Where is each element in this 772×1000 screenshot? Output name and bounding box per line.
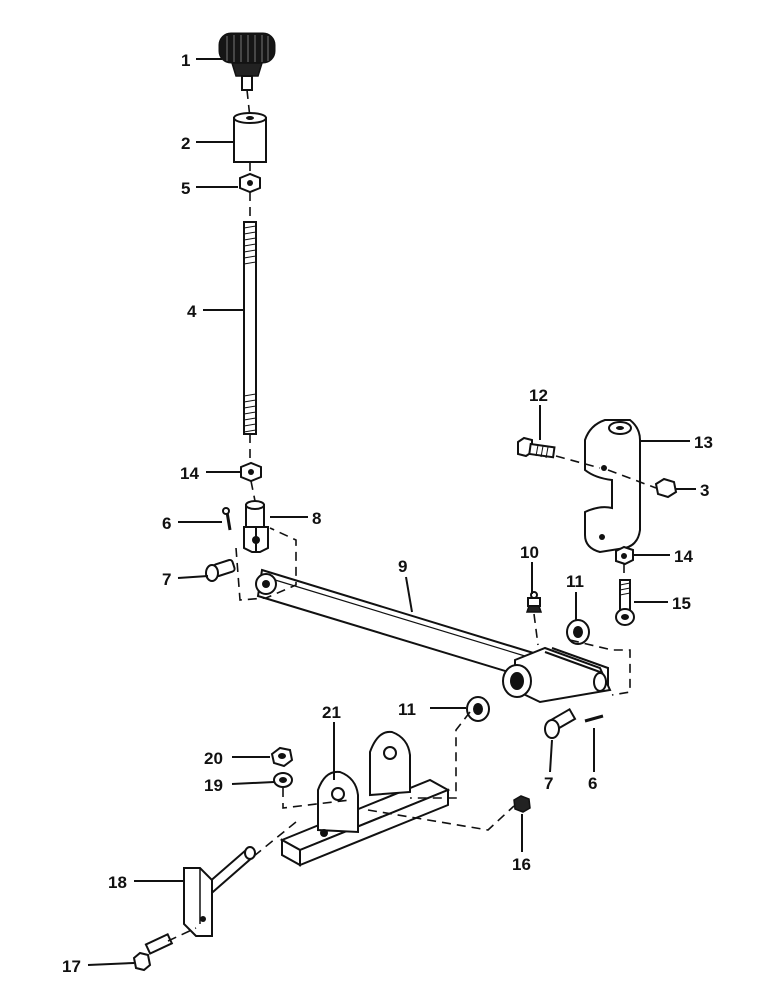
part-6-cotter-pin-lower — [584, 714, 604, 723]
callout-part-15: 15 — [672, 594, 691, 613]
assembly-lines — [167, 89, 657, 942]
callout-part-8: 8 — [312, 509, 321, 528]
callout-part-6-lower: 6 — [588, 774, 597, 793]
part-11-bushing-upper — [566, 619, 590, 645]
callout-part-16: 16 — [512, 855, 531, 874]
callout-part-2: 2 — [181, 134, 190, 153]
part-7-clevis-pin-lower — [544, 707, 577, 739]
callout-part-6-upper: 6 — [162, 514, 171, 533]
part-16-hex-nut — [513, 795, 531, 813]
part-9-lever-arm — [255, 568, 612, 704]
callout-part-13: 13 — [694, 433, 713, 452]
part-12-bolt — [517, 436, 556, 459]
part-19-washer — [273, 772, 293, 788]
callout-part-17: 17 — [62, 957, 81, 976]
part-2-sleeve — [233, 112, 267, 163]
callout-part-4: 4 — [187, 302, 197, 321]
leader-lines — [87, 58, 696, 966]
callout-part-7-upper: 7 — [162, 570, 171, 589]
callouts: 1 2 5 4 14 6 8 7 12 13 3 14 15 10 11 9 1… — [62, 51, 713, 976]
part-4-threaded-rod — [243, 221, 257, 435]
part-15-eye-bolt — [615, 579, 635, 626]
callout-part-5: 5 — [181, 179, 190, 198]
part-18-pivot-pin-plate — [183, 846, 256, 937]
part-10-grease-fitting — [525, 591, 543, 613]
part-8-clevis — [243, 500, 269, 553]
callout-part-11-lower: 11 — [398, 700, 416, 719]
part-20-hex-nut — [270, 746, 294, 768]
part-6-cotter-pin-upper — [222, 507, 232, 531]
part-3-hex-nut — [654, 477, 678, 499]
callout-part-14-right: 14 — [674, 547, 693, 566]
callout-part-3: 3 — [700, 481, 709, 500]
part-17-bolt — [132, 932, 174, 972]
callout-part-12: 12 — [529, 386, 548, 405]
callout-part-7-lower: 7 — [544, 774, 553, 793]
callout-part-11-upper: 11 — [566, 572, 584, 591]
callout-part-1: 1 — [181, 51, 190, 70]
callout-part-20: 20 — [204, 749, 223, 768]
callout-part-9: 9 — [398, 557, 407, 576]
part-14-hex-nut-right — [615, 545, 634, 566]
callout-part-18: 18 — [108, 873, 127, 892]
part-11-bushing-lower — [466, 696, 490, 722]
part-1-knurled-knob — [218, 32, 276, 91]
part-21-base-bracket — [279, 730, 451, 867]
callout-part-19: 19 — [204, 776, 223, 795]
part-5-hex-nut — [239, 172, 261, 194]
part-7-clevis-pin-upper — [205, 558, 236, 582]
part-14-hex-nut-upper — [240, 461, 262, 483]
callout-part-10: 10 — [520, 543, 539, 562]
callout-part-14-upper: 14 — [180, 464, 199, 483]
callout-part-21: 21 — [322, 703, 341, 722]
part-13-bracket — [584, 419, 641, 554]
